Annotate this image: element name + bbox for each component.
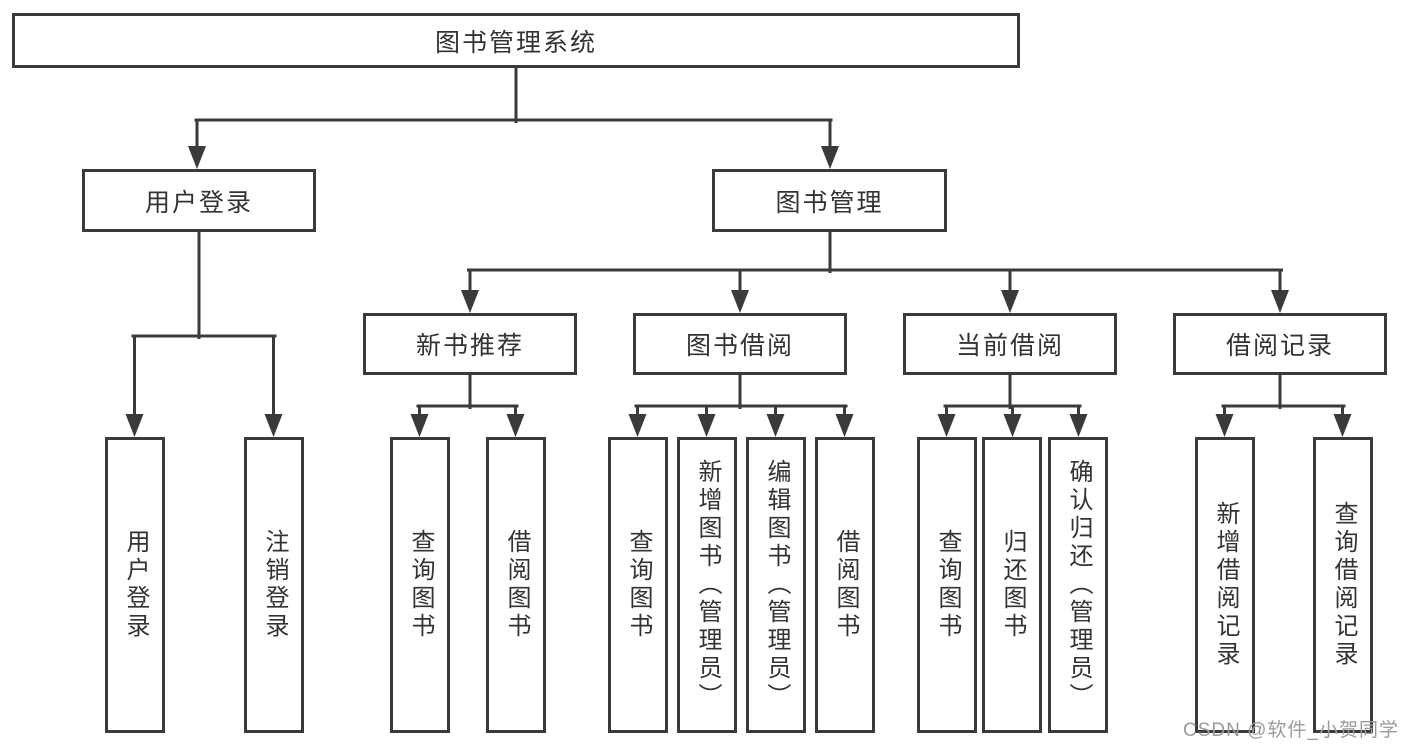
connector-user-login-children	[125, 230, 283, 437]
leaf-confirm-return-admin: 确认归还（管理员）	[1048, 437, 1108, 733]
node-user-login: 用户登录	[82, 169, 316, 232]
node-book-borrow: 图书借阅	[633, 313, 847, 375]
connector-current-borrow-children	[937, 373, 1088, 437]
node-book-management: 图书管理	[712, 169, 947, 232]
connector-book-borrow-children	[628, 373, 854, 437]
node-borrow-records: 借阅记录	[1173, 313, 1387, 375]
leaf-add-borrow-record: 新增借阅记录	[1195, 437, 1255, 733]
connector-root-to-level1	[188, 66, 839, 169]
connector-new-book-children	[410, 373, 525, 437]
node-current-borrow: 当前借阅	[903, 313, 1117, 375]
watermark: CSDN @软件_小贺同学	[1183, 720, 1399, 741]
leaf-query-books-recommend: 查询图书	[390, 437, 450, 733]
leaf-query-books-borrow: 查询图书	[608, 437, 668, 733]
leaf-return-book: 归还图书	[982, 437, 1042, 733]
leaf-edit-book-admin: 编辑图书（管理员）	[746, 437, 806, 733]
connector-book-management-children	[461, 230, 1289, 313]
leaf-query-books-current: 查询图书	[917, 437, 977, 733]
leaf-logout: 注销登录	[244, 437, 304, 733]
leaf-user-login: 用户登录	[105, 437, 165, 733]
connector-borrow-record-children	[1215, 373, 1352, 437]
leaf-borrow-books-recommend: 借阅图书	[486, 437, 546, 733]
leaf-query-borrow-record: 查询借阅记录	[1313, 437, 1373, 733]
node-library-system: 图书管理系统	[12, 13, 1020, 68]
leaf-borrow-books: 借阅图书	[815, 437, 875, 733]
node-new-book-recommend: 新书推荐	[363, 313, 577, 375]
leaf-add-book-admin: 新增图书（管理员）	[677, 437, 737, 733]
